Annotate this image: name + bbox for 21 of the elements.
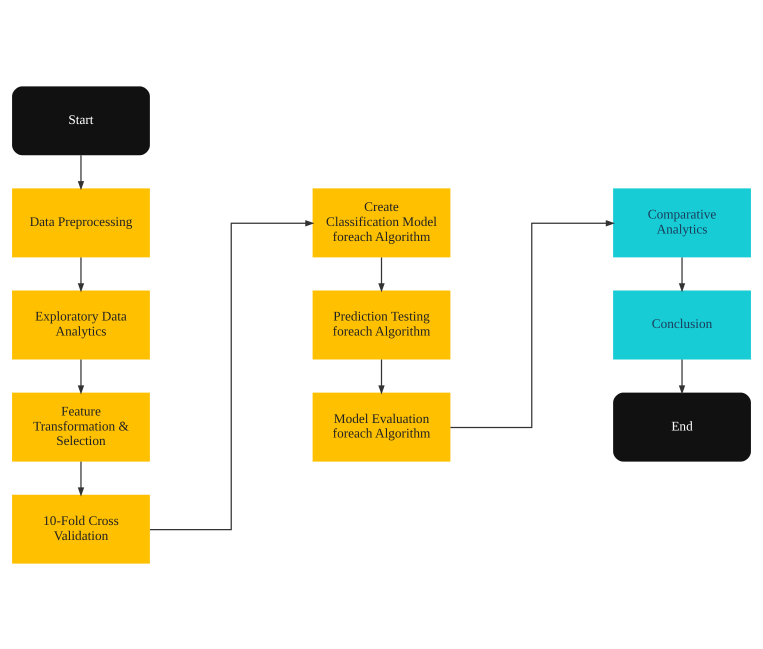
arrow	[678, 359, 686, 394]
arrow	[378, 359, 385, 394]
node-box: Model Evaluation foreach Algorithm	[312, 392, 450, 462]
node-box: Create Classification Model foreach Algorithm	[312, 188, 450, 257]
arrow	[78, 359, 84, 394]
arrow	[78, 154, 84, 190]
arrow	[78, 256, 84, 292]
node-box: Exploratory Data Analytics	[12, 290, 150, 359]
arrow	[150, 220, 314, 530]
node-box: Conclusion	[613, 290, 751, 359]
arrow	[78, 461, 84, 496]
arrow	[378, 256, 385, 292]
node-box: Start	[12, 86, 150, 155]
node-box: Comparative Analytics	[613, 188, 751, 257]
node-box: Prediction Testing foreach Algorithm	[312, 290, 450, 359]
node-box: Feature Transformation & Selection	[12, 392, 150, 462]
node-box: 10-Fold Cross Validation	[12, 494, 150, 564]
node-box: Data Preprocessing	[12, 188, 150, 257]
arrow	[450, 220, 615, 428]
node-box: End	[613, 392, 751, 462]
arrow	[678, 256, 686, 292]
